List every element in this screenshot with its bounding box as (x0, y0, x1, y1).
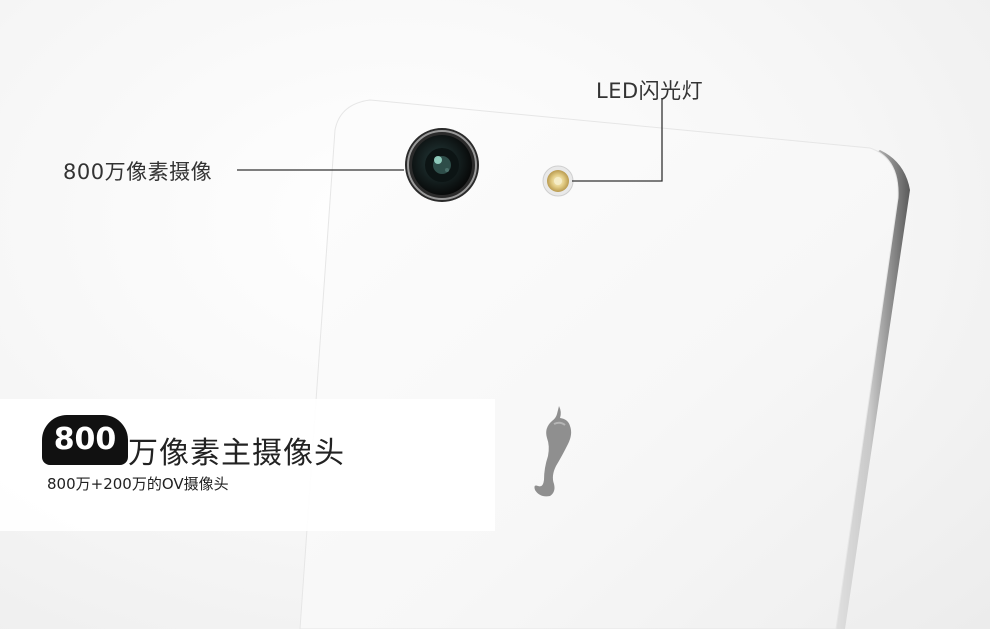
flash-callout-label: LED闪光灯 (596, 79, 704, 103)
chili-pepper-logo-icon (534, 406, 572, 497)
promo-subline: 800万+200万的OV摄像头 (47, 475, 229, 493)
promo-headline: 万像素主摄像头 (128, 436, 345, 471)
camera-lens-icon (405, 128, 479, 202)
camera-callout-label: 800万像素摄像 (63, 160, 213, 184)
led-flash-icon (542, 165, 574, 197)
megapixel-badge: 800 (42, 415, 128, 465)
flash-leader-line (572, 98, 663, 182)
